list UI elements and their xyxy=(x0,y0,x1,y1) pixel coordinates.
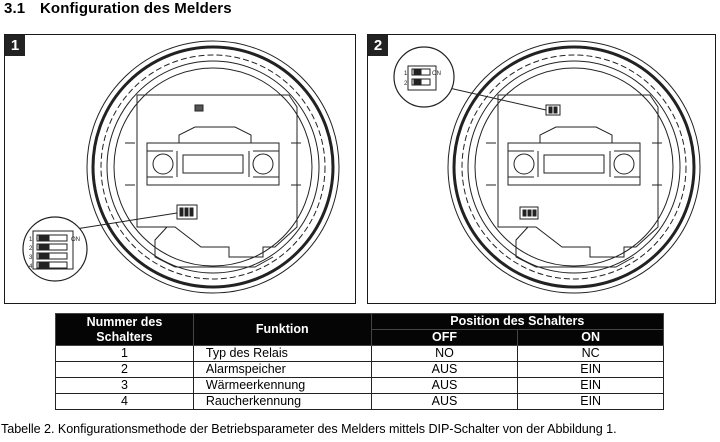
cell-off: AUS xyxy=(370,393,519,410)
dip-switch-table: Nummer des Schalters Funktion Position d… xyxy=(55,313,665,410)
table-caption: Tabelle 2. Konfigurationsmethode der Bet… xyxy=(1,422,617,436)
section-number: 3.1 xyxy=(4,0,26,17)
cell-number: 1 xyxy=(55,345,194,362)
header-function: Funktion xyxy=(192,313,372,346)
table-row: 1 Typ des Relais NO NC xyxy=(55,345,664,362)
cell-off: NO xyxy=(370,345,519,362)
cell-function: Wärmeerkennung xyxy=(192,377,372,394)
switch-label: 1 xyxy=(404,71,408,77)
cell-on: EIN xyxy=(517,361,664,378)
switch-label: 2 xyxy=(404,81,408,87)
table-row: 4 Raucherkennung AUS EIN xyxy=(55,393,664,410)
detector-drawing: 1 2 3 4 ON xyxy=(22,40,340,294)
section-title: Konfiguration des Melders xyxy=(40,0,232,17)
detector-drawing: 1 2 ON xyxy=(393,40,701,294)
switch-label: 4 xyxy=(29,264,33,270)
figure-badge: 2 xyxy=(368,35,388,56)
section-heading: 3.1 Konfiguration des Melders xyxy=(4,0,232,17)
cell-number: 2 xyxy=(55,361,194,378)
cell-function: Typ des Relais xyxy=(192,345,372,362)
cell-off: AUS xyxy=(370,361,519,378)
table-row: 3 Wärmeerkennung AUS EIN xyxy=(55,377,664,394)
header-number: Nummer des Schalters xyxy=(55,313,194,346)
switch-label: 3 xyxy=(29,255,33,261)
cell-on: EIN xyxy=(517,393,664,410)
cell-function: Alarmspeicher xyxy=(192,361,372,378)
figure-2: 2 xyxy=(367,34,716,304)
switch-label: 1 xyxy=(29,237,33,243)
table-row: 2 Alarmspeicher AUS EIN xyxy=(55,361,664,378)
switch-on-label: ON xyxy=(71,237,80,243)
cell-function: Raucherkennung xyxy=(192,393,372,410)
figure-1: 1 xyxy=(4,34,356,304)
cell-on: EIN xyxy=(517,377,664,394)
switch-label: 2 xyxy=(29,246,33,252)
header-on: ON xyxy=(517,329,664,346)
cell-off: AUS xyxy=(370,377,519,394)
cell-on: NC xyxy=(517,345,664,362)
cell-number: 3 xyxy=(55,377,194,394)
cell-number: 4 xyxy=(55,393,194,410)
switch-on-label: ON xyxy=(432,71,441,77)
header-off: OFF xyxy=(370,329,519,346)
header-position: Position des Schalters xyxy=(370,313,665,330)
figure-badge: 1 xyxy=(5,35,25,56)
